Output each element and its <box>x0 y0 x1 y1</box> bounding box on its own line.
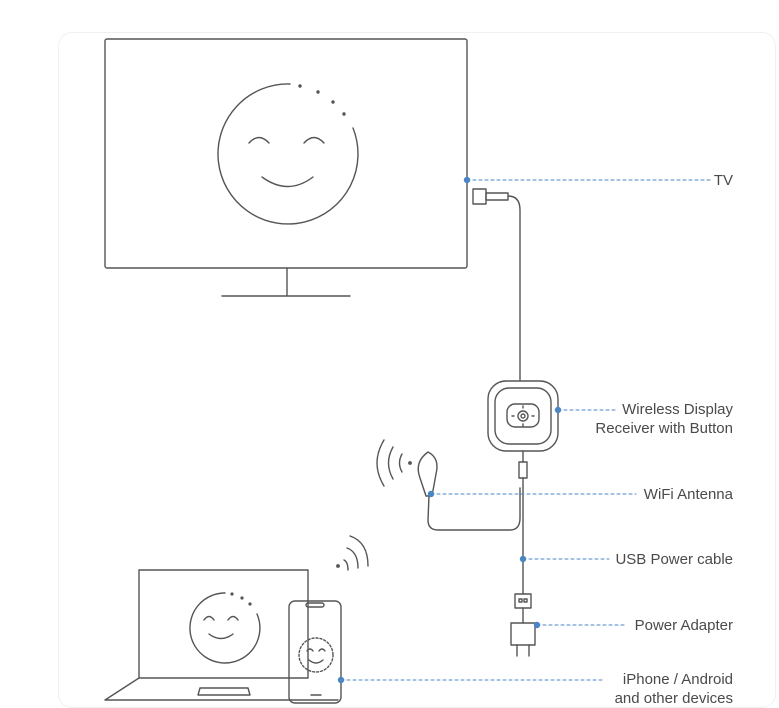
diagram-card <box>58 32 776 708</box>
label-tv: TV <box>713 172 733 189</box>
label-devices: iPhone / Android and other devices <box>615 670 733 708</box>
wifi-antenna-icon <box>376 439 521 531</box>
signal-waves-icon <box>336 535 369 571</box>
laptop-icon <box>104 569 339 701</box>
callout-dots <box>337 176 562 684</box>
phone-icon <box>288 600 342 704</box>
tv-smiley-icon <box>217 83 359 225</box>
label-receiver-line1: Wireless Display <box>622 401 733 418</box>
label-devices-line1: iPhone / Android <box>622 671 733 688</box>
tv-icon <box>104 38 468 297</box>
callout-lines <box>340 179 713 681</box>
label-receiver: Wireless Display Receiver with Button <box>595 400 733 438</box>
power-adapter-icon <box>510 593 536 657</box>
usb-cable-icon <box>518 450 528 595</box>
label-devices-line2: and other devices <box>614 690 733 707</box>
label-antenna: WiFi Antenna <box>643 486 733 503</box>
hdmi-connector-icon <box>472 188 521 381</box>
receiver-icon <box>487 380 559 452</box>
label-adapter: Power Adapter <box>634 617 733 634</box>
label-usb-cable: USB Power cable <box>615 551 733 568</box>
label-receiver-line2: Receiver with Button <box>595 420 733 437</box>
